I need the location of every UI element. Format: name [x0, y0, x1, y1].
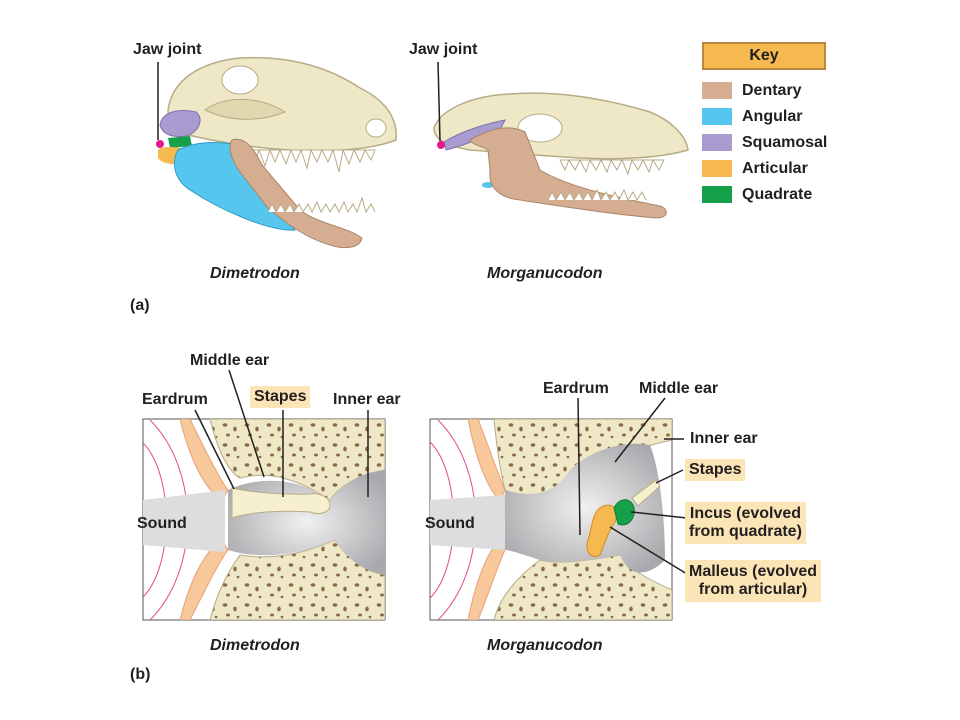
caption-morganucodon-ear: Morganucodon [487, 637, 603, 654]
stapes-label-dimetrodon: Stapes [250, 386, 311, 408]
stapes-label-morganucodon: Stapes [685, 459, 746, 481]
angular-swatch [702, 108, 732, 125]
articular-swatch [702, 160, 732, 177]
middle-ear-label-dimetrodon: Middle ear [190, 352, 270, 369]
caption-morganucodon-skull: Morganucodon [487, 265, 603, 282]
panel-label-a: (a) [130, 297, 150, 314]
jaw-joint-label-dimetrodon: Jaw joint [133, 41, 202, 58]
key-label-quadrate: Quadrate [742, 186, 813, 203]
sound-label-dimetrodon: Sound [137, 515, 187, 532]
dimetrodon-skull [156, 56, 397, 249]
key-label-angular: Angular [742, 108, 803, 125]
eardrum-label-morganucodon: Eardrum [543, 380, 609, 397]
incus-label-line1: Incus (evolved [689, 505, 802, 522]
jaw-joint-label-morganucodon: Jaw joint [409, 41, 478, 58]
middle-ear-label-morganucodon: Middle ear [639, 380, 719, 397]
malleus-label: Malleus (evolved from articular) [685, 560, 822, 602]
caption-dimetrodon-ear: Dimetrodon [210, 637, 300, 654]
incus-label-line2: from quadrate) [689, 523, 802, 540]
key-label-articular: Articular [742, 160, 808, 177]
dentary-swatch [702, 82, 732, 99]
sound-label-morganucodon: Sound [425, 515, 475, 532]
morganucodon-skull [433, 61, 689, 219]
inner-ear-label-morganucodon: Inner ear [690, 430, 758, 447]
key-title: Key [702, 42, 826, 70]
malleus-label-line1: Malleus (evolved [689, 563, 818, 580]
incus-label: Incus (evolved from quadrate) [685, 502, 806, 544]
malleus-label-line2: from articular) [698, 581, 808, 598]
quadrate-swatch [702, 186, 732, 203]
morganucodon-ear-section [429, 397, 688, 621]
dimetrodon-ear-section [142, 369, 386, 621]
caption-dimetrodon-skull: Dimetrodon [210, 265, 300, 282]
eardrum-label-dimetrodon: Eardrum [142, 391, 208, 408]
key-label-squamosal: Squamosal [742, 134, 828, 151]
inner-ear-label-dimetrodon: Inner ear [333, 391, 401, 408]
key-label-dentary: Dentary [742, 82, 802, 99]
squamosal-swatch [702, 134, 732, 151]
panel-label-b: (b) [130, 666, 151, 683]
